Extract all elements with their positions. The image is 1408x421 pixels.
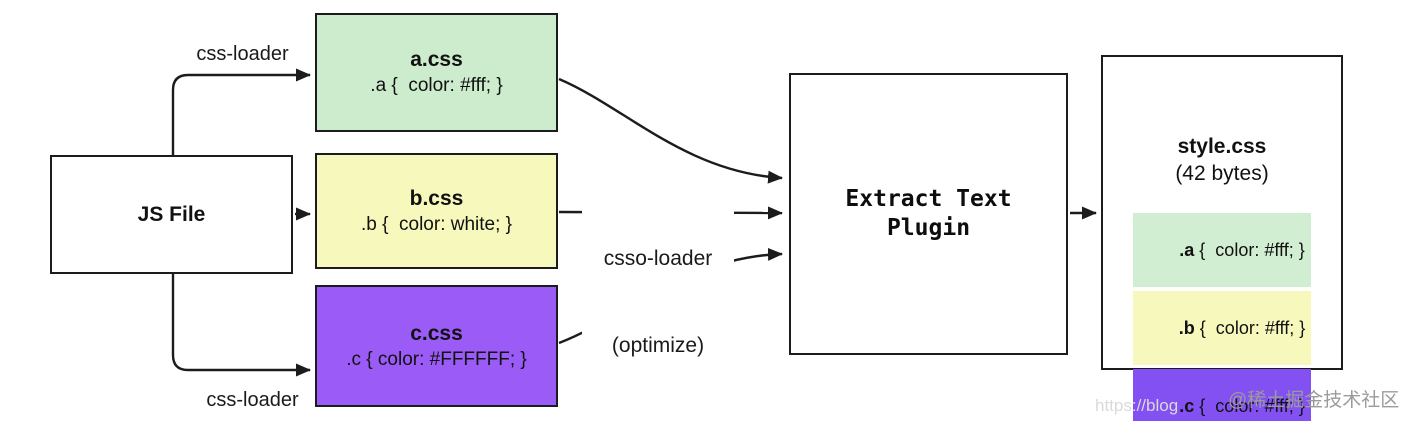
output-rule-c: .c { color: #fff; } <box>1133 369 1311 421</box>
a-css-box: a.css .a { color: #fff; } <box>315 13 558 132</box>
csso-loader-label-line1: csso-loader <box>603 247 713 270</box>
c-css-title: c.css <box>410 321 463 345</box>
output-rule-b: .b { color: #fff; } <box>1132 291 1312 365</box>
arrow-acss-to-extract <box>558 77 783 184</box>
css-loader-label-bottom: css-loader <box>206 389 299 411</box>
rule-b-body: { color: #fff; } <box>1194 318 1306 338</box>
output-title: style.css <box>1177 135 1267 158</box>
css-loader-label-top: css-loader <box>196 43 289 65</box>
js-file-box: JS File <box>50 155 293 274</box>
a-css-title: a.css <box>410 48 463 71</box>
extract-title-line1: Extract Text <box>845 186 1012 212</box>
extract-text-plugin-box: Extract Text Plugin <box>789 73 1068 355</box>
b-css-box: b.css .b { color: white; } <box>315 153 558 269</box>
c-css-box: c.css .c { color: #FFFFFF; } <box>315 285 558 407</box>
c-css-code: .c { color: #FFFFFF; } <box>346 348 527 370</box>
csso-loader-label-line2: (optimize) <box>611 334 705 357</box>
b-css-code: .b { color: white; } <box>360 213 513 235</box>
rule-c-body: { color: #fff; } <box>1194 396 1305 416</box>
output-subtitle: (42 bytes) <box>1175 162 1269 185</box>
b-css-title: b.css <box>409 186 464 210</box>
output-rule-a: .a { color: #fff; } <box>1133 213 1311 287</box>
rule-c-selector: .c <box>1179 396 1195 416</box>
watermark-url-faint: https://blog <box>1095 396 1179 415</box>
js-file-title: JS File <box>137 203 206 226</box>
output-rule-list: .a { color: #fff; } .b { color: #fff; } … <box>1132 211 1312 421</box>
csso-loader-label: csso-loader (optimize) <box>582 186 734 418</box>
rule-b-selector: .b <box>1178 318 1195 338</box>
arrow-js-to-ccss <box>171 274 311 377</box>
arrow-js-to-acss <box>171 68 311 155</box>
rule-a-body: { color: #fff; } <box>1194 240 1305 260</box>
rule-a-selector: .a <box>1179 240 1195 260</box>
style-css-output-box: style.css (42 bytes) .a { color: #fff; }… <box>1101 55 1343 421</box>
a-css-code: .a { color: #fff; } <box>370 75 503 96</box>
extract-title-line2: Plugin <box>886 215 971 241</box>
watermark-community-handle: @稀土掘金技术社区 <box>1228 390 1400 411</box>
